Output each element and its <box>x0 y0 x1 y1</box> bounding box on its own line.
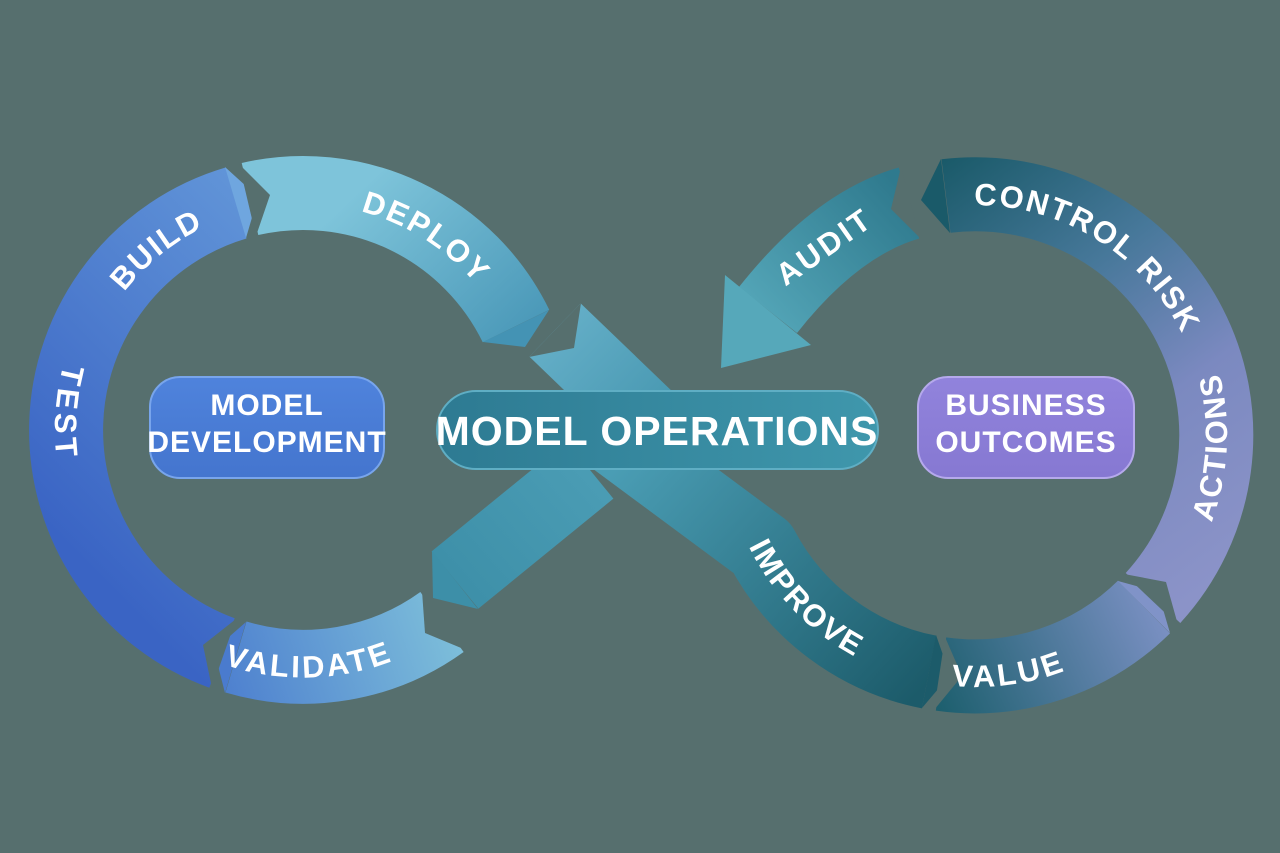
business-outcomes-line1: BUSINESS <box>945 389 1106 422</box>
deploy-chevron-tip <box>483 310 549 347</box>
value-tail-notch <box>934 637 962 710</box>
actions-control-risk-arc <box>941 157 1254 623</box>
validate-connector <box>431 441 614 609</box>
deploy-tail-notch <box>239 164 270 236</box>
validate-arc <box>225 591 464 704</box>
model-operations-label: MODEL OPERATIONS <box>436 408 879 454</box>
validate-connector-tip <box>432 551 478 609</box>
audit-tail-notch <box>891 167 920 238</box>
test-build-arc <box>29 167 247 688</box>
deploy-arc <box>241 156 550 343</box>
test-tail-notch <box>203 619 236 688</box>
model-operations-pill <box>436 390 879 470</box>
improve-chevron-tip <box>922 635 950 708</box>
validate-tail-notch <box>422 591 466 650</box>
model-development-box <box>149 376 385 479</box>
deploy-connector-notch <box>529 303 581 357</box>
value-arc <box>935 580 1170 714</box>
audit-arrowhead-icon <box>721 275 811 368</box>
business-outcomes-line2: OUTCOMES <box>935 426 1116 459</box>
control-risk-chevron-tip <box>921 159 950 233</box>
improve-arc <box>577 398 937 709</box>
model-development-line1: MODEL <box>210 389 323 422</box>
business-outcomes-box <box>917 376 1135 479</box>
validate-chevron-tip <box>214 622 246 693</box>
model-development-line2: DEVELOPMENT <box>147 426 386 459</box>
actions-tail-notch <box>1124 574 1178 625</box>
build-chevron-tip <box>225 167 258 238</box>
